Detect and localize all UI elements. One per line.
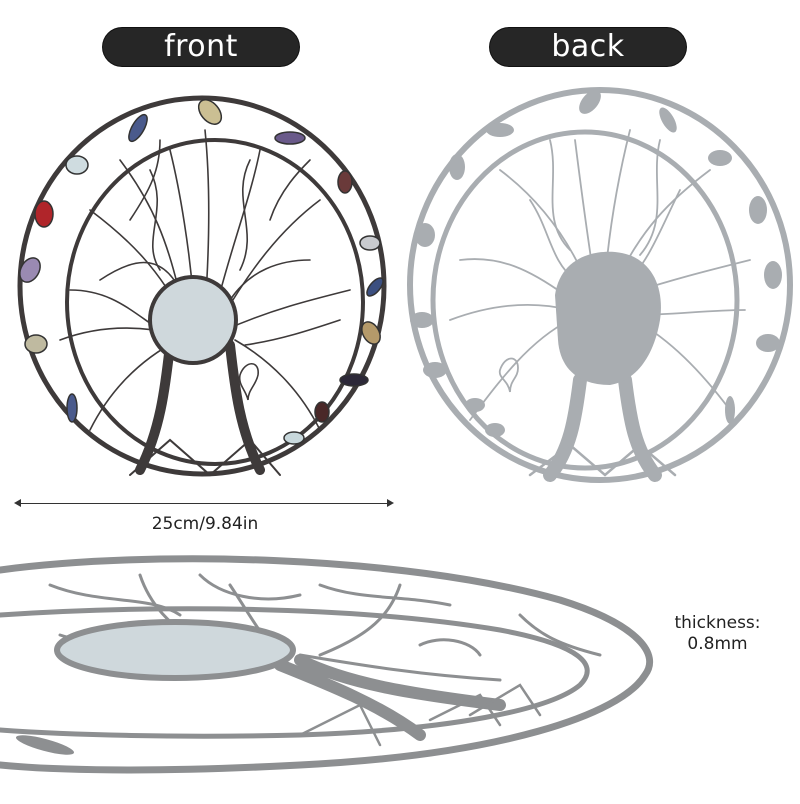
front-tree-image (10, 90, 400, 490)
front-label-pill: front (103, 28, 299, 66)
back-label: back (551, 29, 625, 64)
back-tree-image (400, 80, 800, 490)
diameter-label: 25cm/9.84in (151, 514, 259, 534)
thickness-note: thickness: 0.8mm (655, 613, 780, 655)
thickness-label: thickness: (674, 613, 761, 633)
back-label-pill: back (490, 28, 686, 66)
side-view-image (0, 545, 660, 800)
front-label: front (164, 29, 238, 64)
thickness-value: 0.8mm (687, 634, 748, 654)
diameter-arrow (14, 499, 394, 507)
